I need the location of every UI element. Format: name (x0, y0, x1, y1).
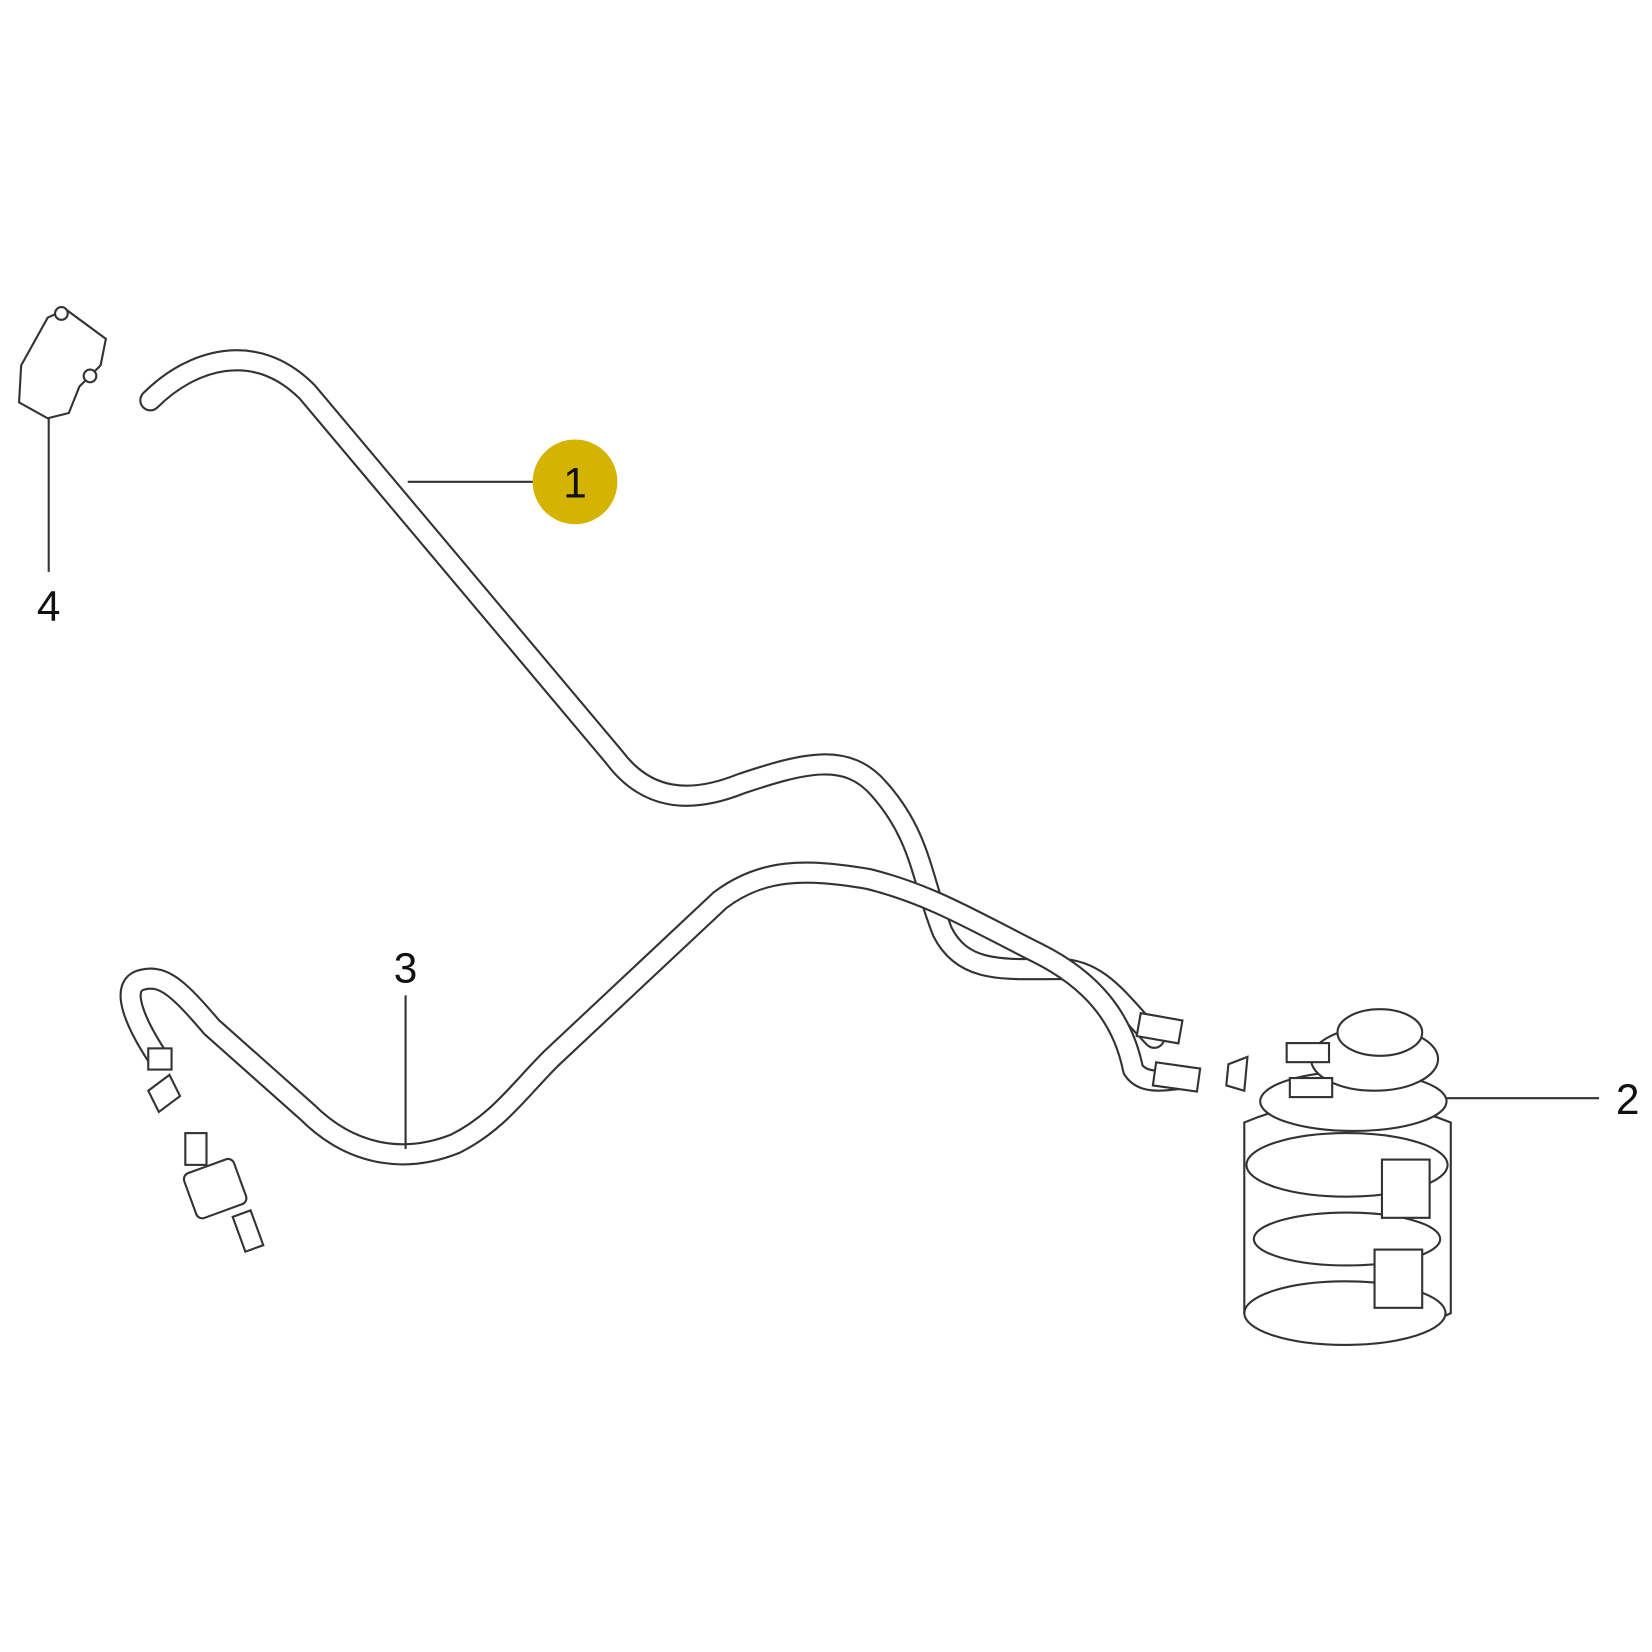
callout-1[interactable]: 1 (532, 439, 618, 525)
valve-fitting[interactable] (146, 1073, 265, 1254)
clamp-part-4[interactable] (17, 306, 108, 420)
callout-1-number: 1 (563, 460, 587, 507)
hose-part-3[interactable] (119, 861, 1202, 1166)
callout-4[interactable]: 4 (37, 583, 61, 630)
callout-2[interactable]: 2 (1616, 1076, 1640, 1123)
callout-3[interactable]: 3 (394, 945, 418, 992)
canister-part-2[interactable] (1243, 1008, 1452, 1346)
clip (1225, 1055, 1249, 1093)
